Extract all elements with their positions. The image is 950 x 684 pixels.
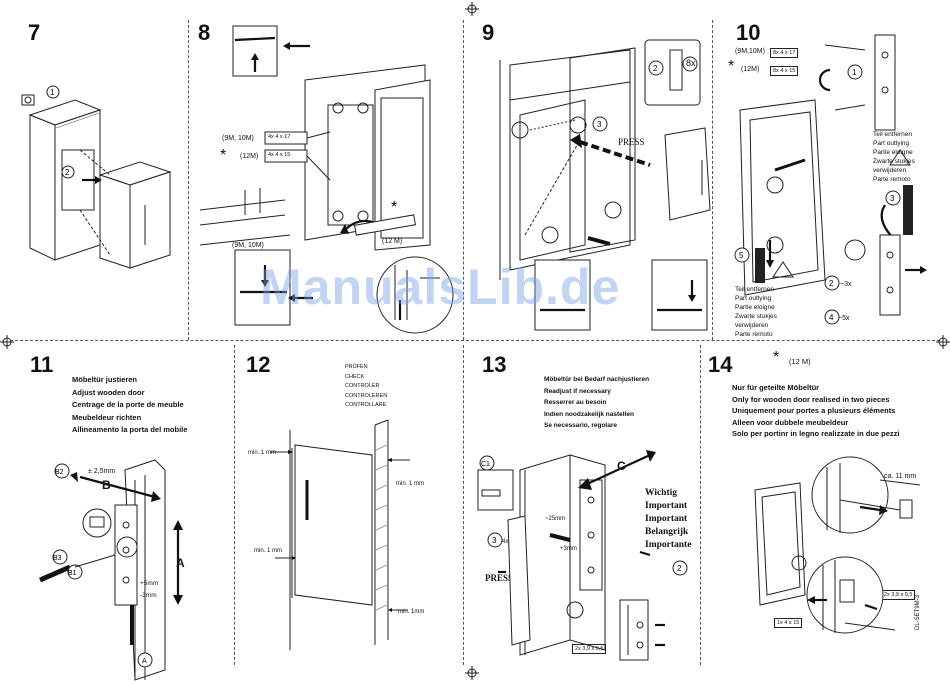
step-10-screw-star: 8x 4 x 15 <box>770 66 799 76</box>
step-7-number: 7 <box>28 20 41 45</box>
svg-text:B3: B3 <box>53 555 62 562</box>
step-10-illustration: 1 3 5 2 4 <box>734 34 927 325</box>
registration-mark-bottom <box>465 666 479 680</box>
step-13-count-4x: 4x <box>502 539 509 545</box>
step-8-bottom-label: (9M, 10M) <box>232 242 264 249</box>
step-14-dim: ca. 11 mm <box>884 473 917 480</box>
step-13-dim-25: ~25mm <box>545 516 566 522</box>
step-10-star-icon: * <box>728 58 735 75</box>
svg-text:C1: C1 <box>481 461 490 468</box>
step-10-model-top: (9M,10M) <box>735 48 765 55</box>
step-8-number: 8 <box>198 20 211 45</box>
svg-text:3: 3 <box>890 194 895 203</box>
watermark: ManualsLib.de <box>260 259 621 315</box>
step-12-number: 12 <box>246 352 271 377</box>
step-9-count: 8x <box>686 58 696 68</box>
svg-text:B2: B2 <box>55 469 64 476</box>
divider-5 <box>463 345 464 665</box>
svg-text:1: 1 <box>50 88 55 97</box>
step-12-illustration <box>270 419 410 650</box>
registration-mark-right <box>936 335 950 349</box>
svg-text:5: 5 <box>739 251 744 260</box>
side-code: DL-SET9M-3 <box>915 594 921 630</box>
step-13-screw: 2x 3,9 x 9,5 <box>572 644 607 654</box>
svg-text:2: 2 <box>677 564 682 573</box>
step-14-star-icon: * <box>773 349 780 366</box>
step-11-dim-3: -3mm <box>140 592 157 599</box>
svg-text:1: 1 <box>852 68 857 77</box>
step-14-illustration <box>754 456 921 634</box>
step-10-model-star: (12M) <box>741 66 760 73</box>
step-8-star-bottom: (12 M) <box>382 238 403 245</box>
step-14-screw-b: 1x 4 x 15 <box>774 618 803 628</box>
svg-text:2: 2 <box>653 64 658 73</box>
step-8-star-label: (12M) <box>240 153 259 160</box>
step-12-min-bottom-right: min. 1mm <box>398 609 425 615</box>
step-11-number: 11 <box>30 352 54 377</box>
svg-text:B1: B1 <box>68 570 77 577</box>
step-13-number: 13 <box>482 352 507 377</box>
divider-6 <box>700 345 701 665</box>
step-11-label-a: A <box>176 556 185 570</box>
step-10-count-5x: ~5x <box>838 315 850 322</box>
step-8-star-screw: 4x 4 x 15 <box>268 152 291 158</box>
step-12-min-top-right: min. 1 mm <box>396 481 425 487</box>
step-14-star-label: (12 M) <box>789 357 811 366</box>
registration-mark-top <box>465 2 479 16</box>
svg-text:*: * <box>391 199 397 216</box>
step-8-screw-top: 4x 4 x 17 <box>268 134 291 140</box>
divider-3 <box>712 20 713 340</box>
step-9-number: 9 <box>482 20 495 45</box>
step-12-min-top-left: min. 1 mm <box>248 450 277 456</box>
step-13-illustration: C1 3 2 <box>477 450 688 661</box>
svg-text:4: 4 <box>829 313 834 322</box>
divider-1 <box>188 20 189 340</box>
step-8-star-icon: * <box>220 147 227 164</box>
step-9-illustration: 2 3 <box>499 39 711 331</box>
step-13-dim-3: +3mm <box>560 546 577 552</box>
divider-2 <box>463 20 464 340</box>
step-10-count-3x: ~3x <box>840 281 852 288</box>
step-10-number: 10 <box>736 20 761 45</box>
step-13-press: PRESS <box>485 573 514 583</box>
divider-4 <box>234 345 235 665</box>
svg-text:2: 2 <box>829 279 834 288</box>
step-8-model-label: (9M, 10M) <box>222 135 254 142</box>
step-11-dim-top: ± 2,5mm <box>88 468 116 475</box>
step-10-screw-top: 8x 4 x 17 <box>770 48 799 58</box>
divider-h <box>10 340 940 341</box>
step-11-dim-5: +5mm <box>140 580 159 587</box>
step-9-press: PRESS <box>618 137 645 147</box>
step-8-illustration: * <box>199 25 454 334</box>
step-7-illustration: 1 2 <box>21 85 172 269</box>
step-11-illustration: B2 B3 B1 A <box>39 459 183 681</box>
svg-text:2: 2 <box>65 168 70 177</box>
step-14-number: 14 <box>708 352 733 377</box>
svg-text:A: A <box>142 658 147 665</box>
registration-mark-left <box>0 335 14 349</box>
step-12-min-mid-left: min. 1 mm <box>254 548 283 554</box>
svg-text:3: 3 <box>597 120 602 129</box>
step-13-label-c: C <box>617 459 626 473</box>
svg-text:3: 3 <box>492 536 497 545</box>
